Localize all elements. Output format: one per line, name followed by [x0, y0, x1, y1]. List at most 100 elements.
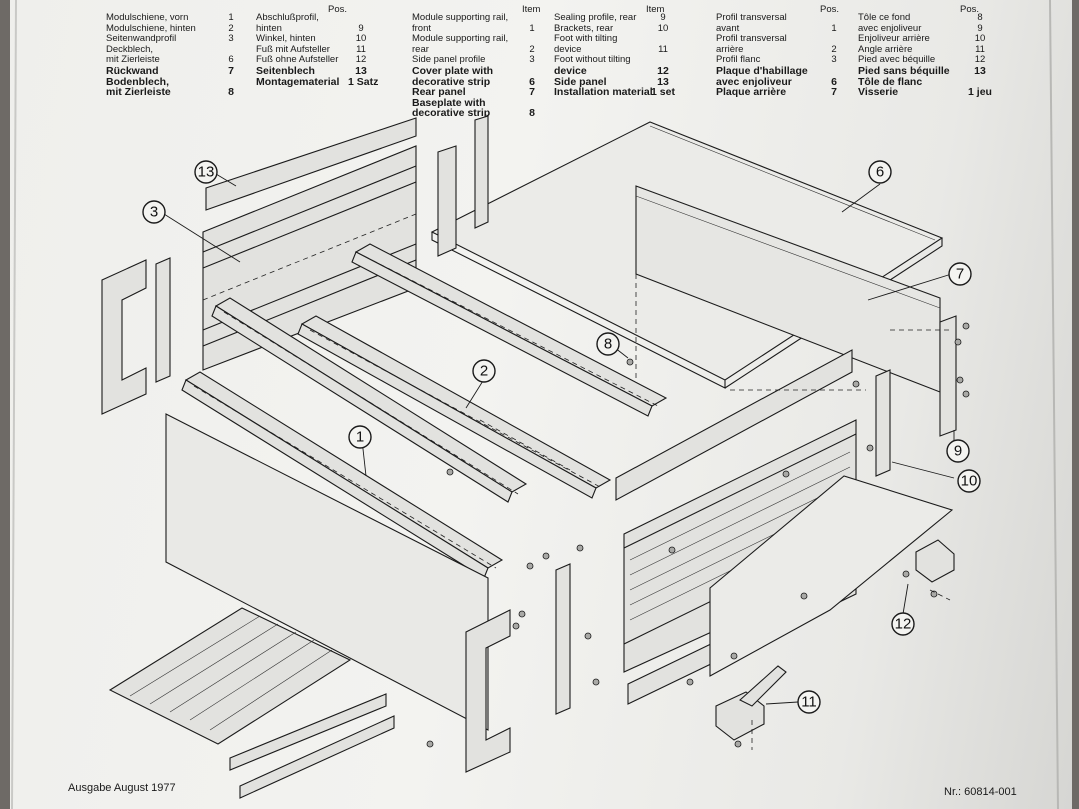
- rear-rail-part: [351, 243, 668, 417]
- parts-row: Foot without tilting: [554, 54, 631, 66]
- german-pos-label: Pos.: [328, 4, 348, 15]
- callout-7: 7: [948, 262, 972, 286]
- front-rail-part-2: [181, 371, 504, 579]
- svg-text:10: 10: [961, 473, 978, 490]
- foot-no-tilt-part: [915, 539, 955, 583]
- callout-13: 13: [194, 160, 218, 184]
- parts-row: Module supporting rail,: [412, 12, 509, 23]
- rear-rail-part-2: [297, 315, 612, 499]
- svg-text:2: 2: [480, 363, 488, 380]
- base-plate-part: [165, 413, 489, 731]
- parts-row: Baseplate with: [412, 96, 486, 109]
- document-number: Nr.: 60814-001: [944, 786, 1017, 798]
- english-item-label: Item: [522, 4, 541, 15]
- callout-12: 12: [891, 612, 915, 636]
- callout-9: 9: [946, 439, 970, 463]
- callout-6: 6: [868, 160, 892, 184]
- callout-8: 8: [596, 332, 620, 356]
- callout-markers: 13 3 6 7 8 2 1 9 10 12 11: [142, 160, 981, 714]
- screw-set-part: [426, 322, 970, 748]
- assembly-lines: [479, 274, 951, 750]
- callout-11: 11: [797, 690, 821, 714]
- parts-row: Foot with tilting: [554, 33, 618, 45]
- english-item-label-2: Item: [646, 4, 665, 15]
- svg-text:8: 8: [604, 336, 612, 353]
- front-rail-part: [211, 297, 528, 503]
- callout-2: 2: [472, 359, 496, 383]
- svg-text:12: 12: [895, 616, 912, 633]
- exploded-view-drawing: [101, 115, 970, 799]
- foot-tilt-part: [715, 665, 787, 741]
- parts-row: Bodenblech,: [106, 75, 170, 88]
- callout-1: 1: [348, 425, 372, 449]
- french-pos-label-2: Pos.: [960, 4, 980, 15]
- svg-text:11: 11: [801, 694, 817, 711]
- parts-row: Module supporting rail,: [412, 33, 509, 45]
- side-panel-part: [205, 117, 417, 211]
- parts-row: Plaque d'habillage: [716, 64, 808, 77]
- french-pos-label: Pos.: [820, 4, 840, 15]
- callout-10: 10: [957, 469, 981, 493]
- parts-row: Deckblech,: [106, 43, 153, 55]
- parts-row: Profil transversal: [716, 12, 787, 23]
- rear-bracket-right-part: [875, 369, 891, 477]
- svg-text:1: 1: [356, 429, 364, 446]
- module-grid-part: [108, 607, 395, 799]
- parts-row: Cover plate with: [412, 64, 494, 77]
- svg-text:7: 7: [956, 266, 964, 283]
- svg-text:9: 9: [954, 443, 962, 460]
- left-handle-part: [101, 257, 171, 415]
- sealing-profile-part: [939, 315, 957, 437]
- parts-row: Abschlußprofil,: [256, 12, 319, 23]
- parts-row: Tôle de flanc: [858, 75, 923, 88]
- parts-row: Profil transversal: [716, 33, 787, 45]
- edition-label: Ausgabe August 1977: [68, 782, 176, 794]
- svg-text:3: 3: [150, 204, 158, 221]
- rear-bracket-part: [437, 115, 489, 257]
- svg-text:13: 13: [198, 164, 215, 181]
- right-handle-part: [465, 563, 571, 773]
- bottom-plate-part: [709, 475, 954, 677]
